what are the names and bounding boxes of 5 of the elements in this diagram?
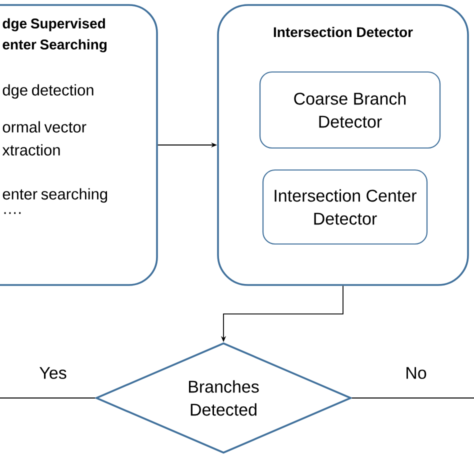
edge-label: Yes [38,366,68,380]
detector-box: Coarse Branch Detector [259,71,441,149]
detector-box: Intersection Center Detector [262,169,428,245]
process-box: dge Supervised enter Searching dge detection ormal vector xtraction enter searching …. [0,4,158,286]
edge-label: No [404,366,428,380]
